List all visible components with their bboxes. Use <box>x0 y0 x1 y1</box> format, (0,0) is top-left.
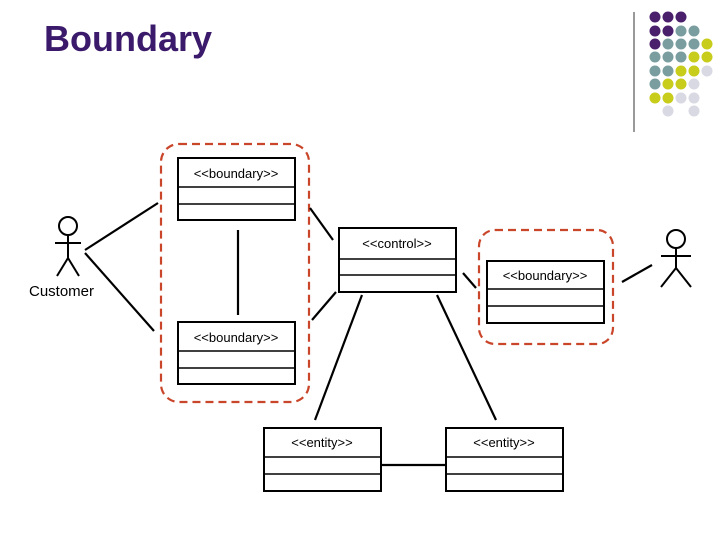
decorative-dot-grid <box>649 11 713 117</box>
control-class: <<control>> <box>338 227 457 293</box>
boundary-right-label: <<boundary>> <box>503 268 588 283</box>
dot <box>675 78 687 90</box>
dot <box>675 65 687 77</box>
dot <box>701 51 713 63</box>
assoc-customer-boundary-bottom <box>84 252 155 332</box>
customer-actor-label: Customer <box>29 283 94 300</box>
dot <box>675 51 687 63</box>
dot <box>688 78 700 90</box>
entity-right-label: <<entity>> <box>473 435 534 450</box>
association-lines <box>84 202 653 467</box>
dot <box>649 25 661 37</box>
dot <box>649 92 661 104</box>
dot <box>662 11 674 23</box>
dot <box>649 78 661 90</box>
dot <box>649 51 661 63</box>
dot <box>701 65 713 77</box>
dot <box>662 65 674 77</box>
dot <box>688 105 700 117</box>
dot <box>701 38 713 50</box>
dot <box>662 78 674 90</box>
assoc-customer-boundary-top <box>84 202 159 251</box>
boundary-top-label: <<boundary>> <box>194 166 279 181</box>
boundary-group-left <box>159 142 311 404</box>
right-actor-icon <box>660 229 692 288</box>
dot <box>662 92 674 104</box>
dot <box>675 11 687 23</box>
dot <box>688 92 700 104</box>
entity-left-label: <<entity>> <box>291 435 352 450</box>
assoc-control-entity-right <box>436 294 497 421</box>
dot <box>649 11 661 23</box>
dot <box>675 25 687 37</box>
assoc-boundary-top-control <box>309 207 334 241</box>
assoc-control-boundary-right <box>462 272 477 289</box>
dot <box>688 25 700 37</box>
assoc-boundary-bottom-control <box>311 291 337 321</box>
control-label: <<control>> <box>362 236 431 251</box>
dot <box>675 38 687 50</box>
boundary-class-bottom: <<boundary>> <box>177 321 296 385</box>
customer-actor-icon <box>55 216 81 277</box>
dot <box>688 38 700 50</box>
entity-class-right: <<entity>> <box>445 427 564 492</box>
dot <box>662 51 674 63</box>
boundary-bottom-label: <<boundary>> <box>194 330 279 345</box>
dot <box>662 105 674 117</box>
dot <box>662 25 674 37</box>
dot <box>688 65 700 77</box>
assoc-control-entity-left <box>313 294 364 421</box>
dot <box>675 92 687 104</box>
dot <box>649 38 661 50</box>
dot <box>662 38 674 50</box>
dot <box>688 51 700 63</box>
assoc-boundary-right-actor <box>621 264 653 283</box>
slide-title: Boundary <box>44 18 213 59</box>
boundary-class-top: <<boundary>> <box>177 157 296 221</box>
boundary-class-right: <<boundary>> <box>486 260 605 324</box>
entity-class-left: <<entity>> <box>263 427 382 492</box>
dot <box>649 65 661 77</box>
